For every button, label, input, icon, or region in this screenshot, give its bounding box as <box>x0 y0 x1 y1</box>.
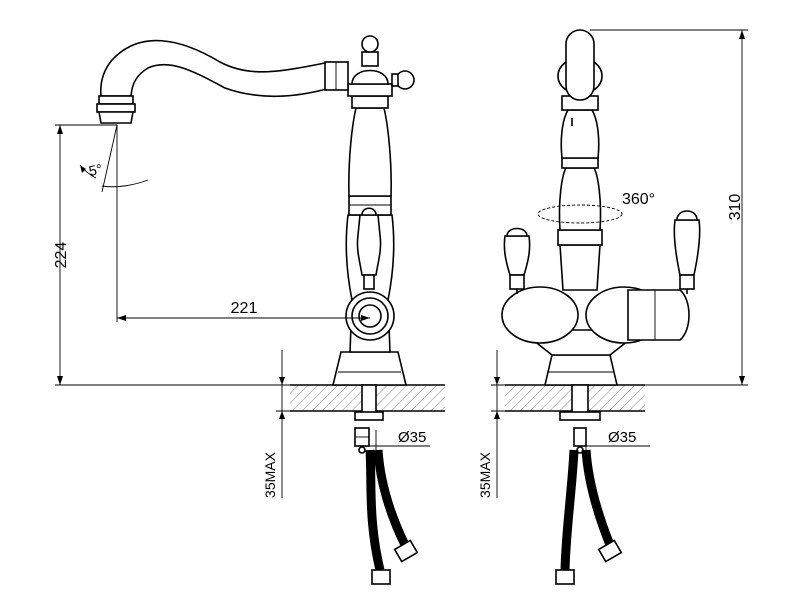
column-right <box>558 167 602 231</box>
upper-column-left <box>348 107 392 197</box>
angle-arc <box>101 179 149 188</box>
valve-lobe-left-right <box>501 286 579 344</box>
aerator-left <box>98 95 134 105</box>
hose-left-2 <box>374 449 409 547</box>
dim-label-35max-left: 35MAX <box>262 451 278 498</box>
hose-right-2 <box>582 449 614 547</box>
dim-label-35max-right: 35MAX <box>477 451 493 498</box>
rotation-indicator <box>537 204 623 224</box>
dim-label-rotation: 360° <box>622 191 655 208</box>
dim-label-224: 224 <box>53 242 70 269</box>
dim-label-angle: 5° <box>87 161 103 179</box>
dim-label-221: 221 <box>231 300 258 317</box>
handle-left-right <box>503 235 531 276</box>
mounting-nut-right <box>559 411 601 421</box>
dim-label-dia-right: Ø35 <box>608 429 636 446</box>
top-knob-left <box>361 35 379 53</box>
faucet-base-left <box>331 351 408 386</box>
spout-left <box>99 39 331 98</box>
dim-label-310: 310 <box>727 194 744 221</box>
handle-right-right <box>673 219 701 276</box>
dim-label-dia-left: Ø35 <box>398 429 426 446</box>
spout-front-right <box>565 29 595 101</box>
mounting-nut-left <box>354 411 384 421</box>
side-view: 224 221 5° 35MAX Ø35 <box>53 35 445 585</box>
front-view: 360° 310 35MAX Ø35 <box>477 29 748 585</box>
hose-right-1 <box>561 449 578 571</box>
hose-left-1 <box>366 449 384 571</box>
handle-lever-left <box>356 214 382 276</box>
faucet-base-right <box>543 354 619 386</box>
